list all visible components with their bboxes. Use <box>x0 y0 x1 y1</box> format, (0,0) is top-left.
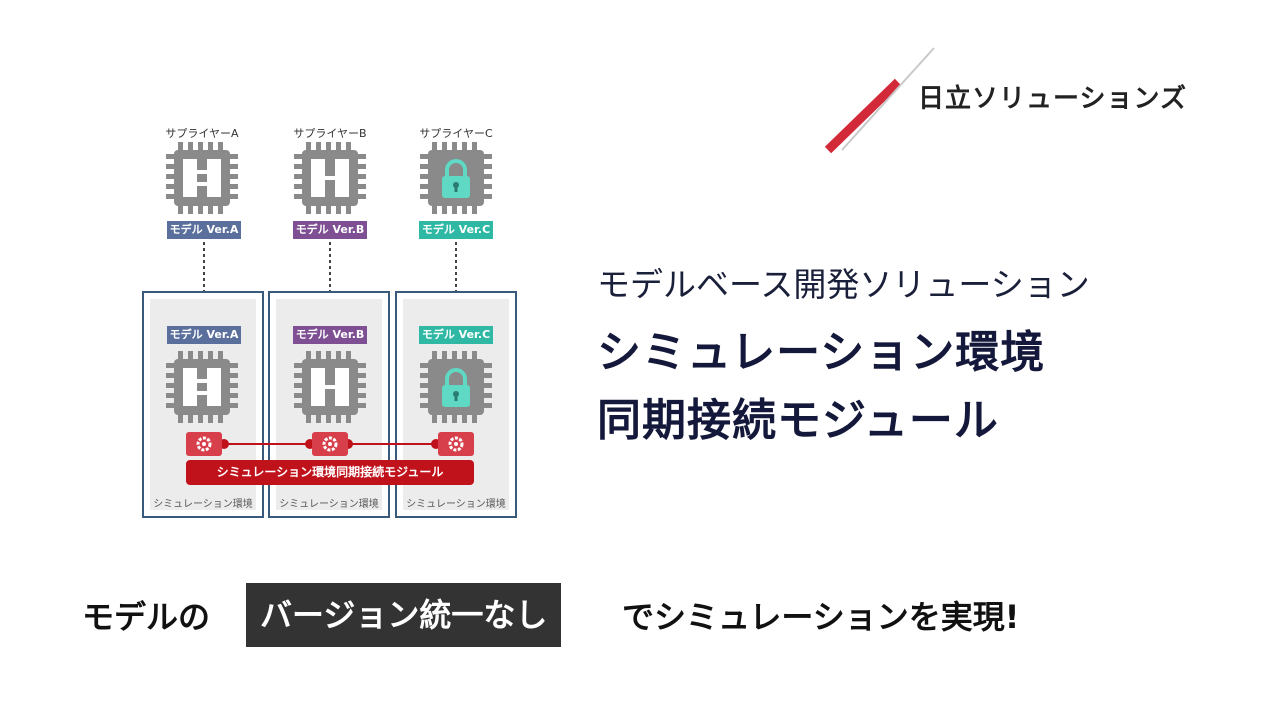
page-title-line1: シミュレーション環境 <box>597 327 1046 378</box>
model-version-badge: モデル Ver.B <box>293 221 367 239</box>
chip-icon <box>166 142 238 214</box>
model-version-badge: モデル Ver.A <box>167 221 241 239</box>
gear-icon <box>438 432 474 456</box>
caption-suffix: でシミュレーションを実現! <box>622 598 1020 636</box>
caption-prefix: モデルの <box>82 598 211 636</box>
chip-icon <box>294 351 366 423</box>
page-title-line2: 同期接続モジュール <box>597 395 999 446</box>
gear-icon <box>186 432 222 456</box>
model-version-badge: モデル Ver.B <box>293 326 367 344</box>
chip-icon <box>294 142 366 214</box>
environment-label: シミュレーション環境 <box>153 499 253 510</box>
locked-chip-icon <box>420 142 492 214</box>
company-logo: 日立ソリューションズ <box>822 44 1186 156</box>
supplier-a-label: サプライヤーA <box>165 127 239 140</box>
chip-icon <box>166 351 238 423</box>
environment-label: シミュレーション環境 <box>406 499 506 510</box>
supplier-c-label: サプライヤーC <box>419 127 493 140</box>
environment-label: シミュレーション環境 <box>279 499 379 510</box>
locked-chip-icon <box>420 351 492 423</box>
solution-subtitle: モデルベース開発ソリューション <box>597 265 1090 304</box>
sync-module-bar: シミュレーション環境同期接続モジュール <box>186 460 474 485</box>
model-version-badge: モデル Ver.C <box>419 221 493 239</box>
model-version-badge: モデル Ver.C <box>419 326 493 344</box>
gear-icon <box>312 432 348 456</box>
model-version-badge: モデル Ver.A <box>167 326 241 344</box>
caption-highlight: バージョン統一なし <box>246 583 562 647</box>
supplier-b-label: サプライヤーB <box>293 127 367 140</box>
logo-text: 日立ソリューションズ <box>918 84 1187 114</box>
logo-slash-icon <box>824 47 935 154</box>
